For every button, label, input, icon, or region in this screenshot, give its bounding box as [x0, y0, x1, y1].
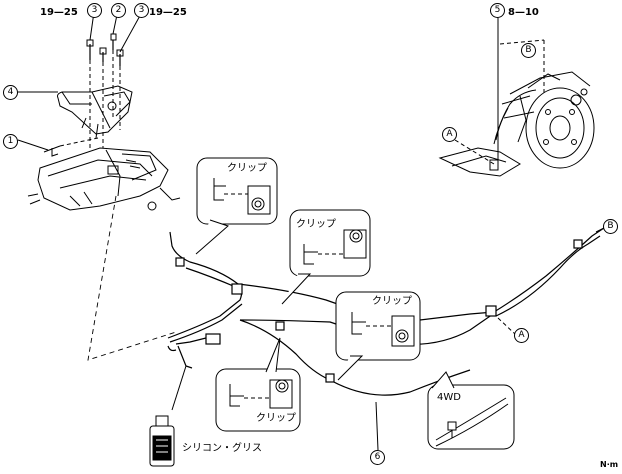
four-wd-label: 4WD [437, 392, 461, 403]
callout-3-left: 3 [87, 3, 102, 18]
brake-lever-assembly [43, 33, 133, 157]
torque-nut: 8—10 [508, 7, 539, 18]
callout-6: 6 [370, 450, 385, 465]
torque-unit: N·m [600, 460, 619, 469]
floor-panel [27, 147, 181, 211]
callout-1: 1 [3, 134, 18, 149]
four-wd-inset [427, 371, 515, 450]
clip-inset-1 [195, 157, 278, 255]
clip-label-2: クリップ [296, 219, 336, 230]
clip-label-4: クリップ [256, 413, 296, 424]
callout-3-right: 3 [134, 3, 149, 18]
rear-brake-assembly [438, 39, 595, 177]
callout-2: 2 [111, 3, 126, 18]
ref-b-right: B [603, 219, 618, 234]
ref-a-bottom: A [514, 328, 529, 343]
callout-4: 4 [3, 85, 18, 100]
lever-leader [87, 195, 177, 361]
torque-left: 19—25 [40, 7, 78, 18]
torque-right: 19—25 [149, 7, 187, 18]
silicone-grease-label: シリコン・グリス [182, 443, 262, 454]
clip-label-3: クリップ [372, 296, 412, 307]
clip-inset-2 [281, 209, 371, 305]
ref-a-top: A [442, 127, 457, 142]
silicone-grease-tube [149, 415, 175, 467]
ref-b-top: B [521, 43, 536, 58]
callout-5: 5 [490, 3, 505, 18]
clip-inset-4 [215, 337, 301, 432]
clip-inset-3 [335, 291, 421, 381]
clip-label-1: クリップ [227, 163, 267, 174]
